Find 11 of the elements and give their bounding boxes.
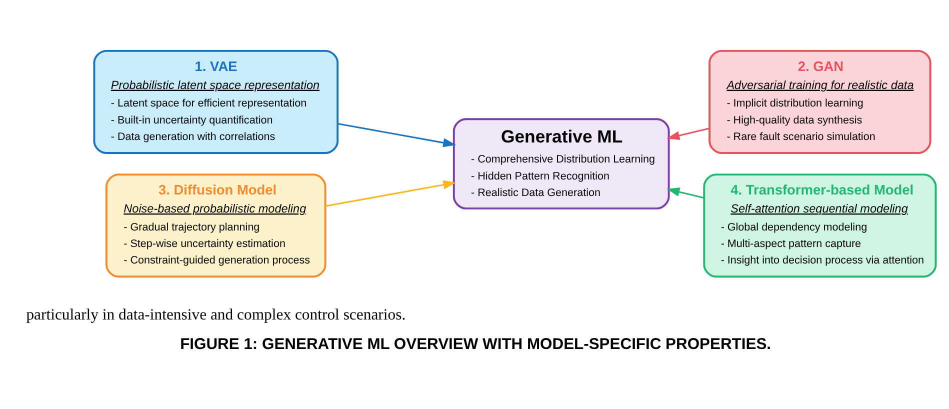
arrow <box>325 180 456 206</box>
caption: FIGURE 1: GENERATIVE ML OVERVIEW WITH MODEL-SPECIFIC PROPERTIES. <box>180 336 772 353</box>
node-box: 4. Transformer-based Model Self-attention sequential modeling - Global dependency modeling - Multi-aspect pattern capture - Insight into decision process via attention <box>703 173 937 278</box>
node-box: 3. Diffusion Model Noise-based probabilistic modeling - Gradual trajectory planning - Step-wise uncertainty estimation - Constraint-guided generation process <box>106 173 326 278</box>
node-box: 2. GAN Adversarial training for realistic data - Implicit distribution learning - High-quality data synthesis - Rare fault scenario simulation <box>708 49 932 154</box>
arrow <box>666 127 710 140</box>
arrow <box>338 122 456 147</box>
node-box: Generative ML - Comprehensive Distribution Learning - Hidden Pattern Recognition - Realistic Data Generation <box>452 118 670 209</box>
arrow <box>666 187 704 198</box>
label: particularly in data-intensive and complex control scenarios. <box>26 306 406 324</box>
node-box: 1. VAE Probabilistic latent space representation - Latent space for efficient representation - Built-in uncertainty quantification - Data generation with correlations <box>93 49 339 154</box>
